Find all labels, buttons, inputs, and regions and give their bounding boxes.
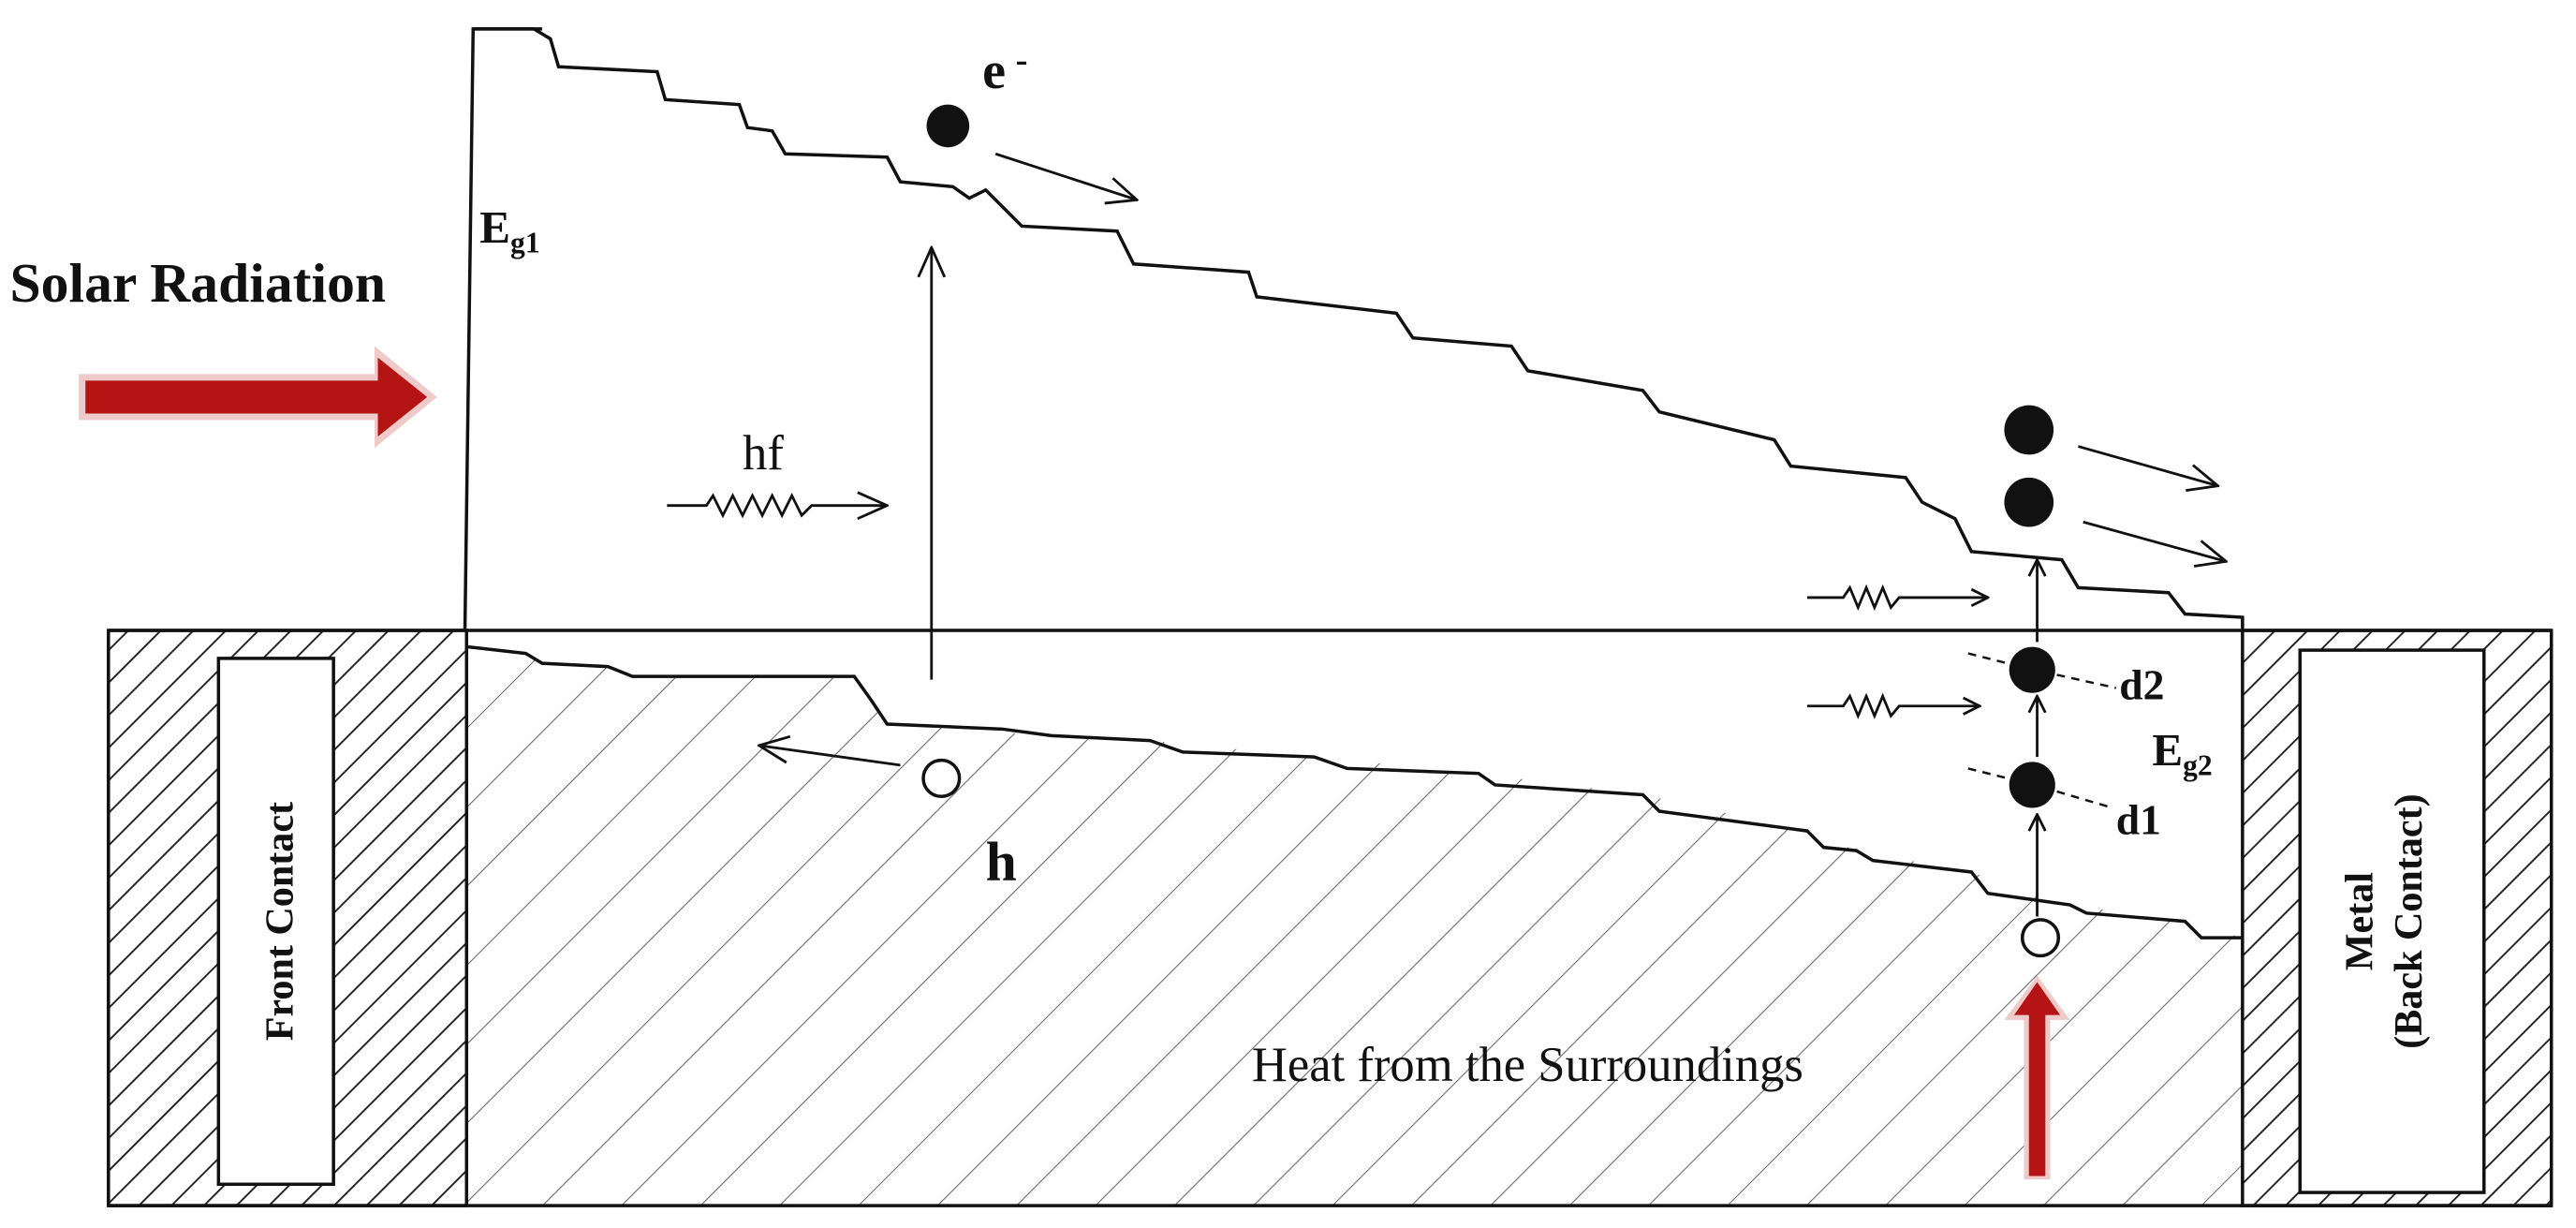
- back-contact-label-box: [2298, 648, 2486, 1194]
- photon-wave-arrow-upper: [1806, 584, 1988, 612]
- eg2-main: E: [2152, 724, 2183, 776]
- front-barrier: [463, 27, 542, 631]
- hole-circle-right: [2020, 918, 2061, 958]
- solar-radiation-label: Solar Radiation: [10, 252, 387, 314]
- d2-label: d2: [2119, 661, 2164, 709]
- front-contact-label: Front Contact: [258, 802, 302, 1041]
- defect-level-d1-left: [1967, 767, 2009, 780]
- electron-symbol: e: [982, 42, 1006, 100]
- trapped-electron-d1: [2009, 762, 2055, 808]
- defect-level-d1-right: [2056, 790, 2113, 809]
- electron-dot-upper-1: [2004, 405, 2054, 455]
- electron-drift-arrow-1: [2078, 445, 2217, 486]
- conduction-band: [473, 27, 2245, 631]
- electron-dot-upper-2: [2004, 477, 2054, 527]
- valence-region-hatch: [468, 646, 2243, 1206]
- front-contact-label-box: [216, 657, 335, 1187]
- eg2-sub: g2: [2183, 748, 2213, 781]
- back-contact: Metal (Back Contact): [2241, 629, 2554, 1207]
- trapped-electron-d2: [2009, 646, 2055, 693]
- eg1-sub: g1: [510, 227, 540, 259]
- electron-dot: [926, 104, 970, 148]
- eg1-label: Eg1: [479, 201, 539, 259]
- eg1-main: E: [479, 201, 510, 253]
- front-contact: Front Contact: [107, 629, 469, 1207]
- back-contact-label-line2: (Back Contact): [2387, 793, 2431, 1048]
- defect-level-d2-left: [1967, 652, 2009, 665]
- d1-label: d1: [2116, 796, 2161, 844]
- eg2-label: Eg2: [2152, 724, 2212, 782]
- heat-arrow: [2004, 975, 2070, 1180]
- photon-wave-arrow-lower: [1806, 692, 1980, 719]
- electron-label: e-: [982, 41, 1027, 101]
- valence-band: [467, 644, 2243, 939]
- defect-level-d2-right: [2056, 673, 2117, 689]
- electron-drift-arrow: [994, 152, 1137, 200]
- heat-label: Heat from the Surroundings: [1252, 1038, 1803, 1092]
- back-contact-label-line1: Metal: [2337, 872, 2381, 970]
- hole-circle: [921, 758, 962, 799]
- photon-wave-arrow: [667, 496, 887, 515]
- electron-drift-arrow-2: [2083, 520, 2227, 561]
- hole-drift-arrow: [759, 746, 901, 767]
- solar-radiation-arrow: [79, 346, 437, 449]
- electron-charge: -: [1016, 41, 1028, 81]
- hole-label: h: [986, 831, 1017, 893]
- photon-label: hf: [743, 426, 784, 481]
